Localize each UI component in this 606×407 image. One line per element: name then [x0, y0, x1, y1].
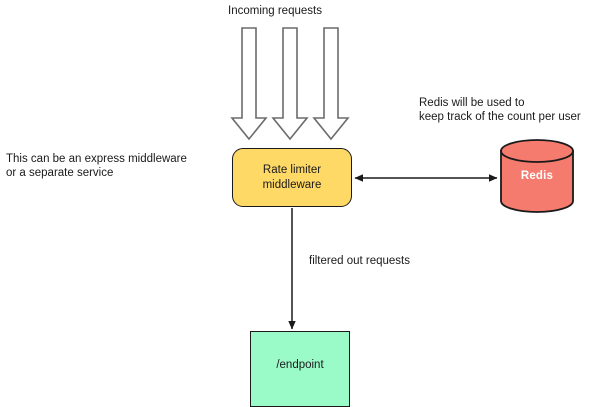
- incoming-block-arrow-2: [271, 27, 309, 141]
- annotation-express-middleware: This can be an express middleware or a s…: [6, 153, 187, 179]
- incoming-block-arrow-1: [230, 27, 268, 141]
- redis-cylinder-top: [500, 139, 574, 163]
- incoming-requests-title: Incoming requests: [228, 5, 322, 17]
- node-rate-limiter-label: Rate limiter middleware: [262, 163, 322, 191]
- node-redis-cylinder[interactable]: [500, 139, 574, 213]
- node-endpoint[interactable]: /endpoint: [250, 331, 350, 407]
- annotation-redis-usage: Redis will be used to keep track of the …: [419, 97, 581, 123]
- node-rate-limiter-middleware[interactable]: Rate limiter middleware: [232, 148, 352, 207]
- incoming-block-arrow-3: [312, 27, 350, 141]
- node-endpoint-label: /endpoint: [276, 359, 324, 371]
- redis-cylinder-body: [500, 150, 574, 213]
- edge-label-filtered-out-requests: filtered out requests: [309, 255, 411, 267]
